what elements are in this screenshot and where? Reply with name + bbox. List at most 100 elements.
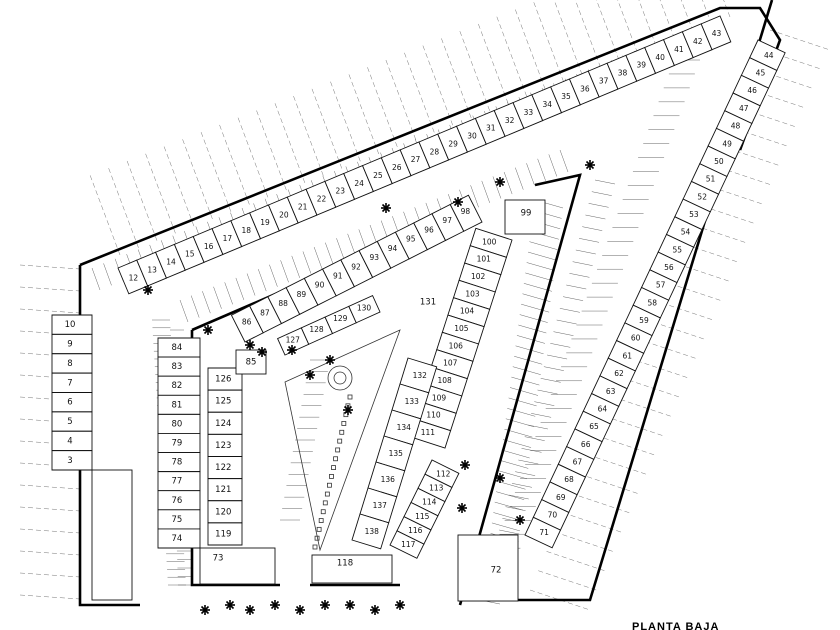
unit-117[interactable]	[389, 530, 425, 559]
unit-label-117: 117	[401, 540, 416, 549]
plaza-bench	[335, 447, 341, 453]
unit-label-116: 116	[408, 526, 423, 535]
unit-label-92: 92	[351, 262, 361, 271]
unit-label-32: 32	[505, 116, 515, 125]
unit-label-84: 84	[171, 343, 182, 353]
tree-icon	[143, 285, 153, 295]
unit-label-49: 49	[722, 139, 732, 148]
tree-icon	[457, 503, 467, 513]
tree-icon	[305, 370, 315, 380]
unit-label-48: 48	[731, 122, 741, 131]
unit-label-85: 85	[246, 358, 257, 368]
tree-icon	[270, 600, 280, 610]
tree-icon	[257, 347, 267, 357]
unit-label-62: 62	[614, 369, 624, 378]
unit-label-137: 137	[373, 501, 388, 510]
unit-label-80: 80	[171, 419, 182, 429]
unit-label-77: 77	[171, 477, 182, 487]
unit-label-61: 61	[623, 351, 633, 360]
plaza-bench	[339, 429, 345, 435]
plaza-bench	[331, 465, 336, 470]
unit-label-128: 128	[309, 325, 324, 334]
plaza-outline	[284, 329, 401, 552]
unit-74[interactable]	[157, 528, 201, 549]
unit-label-25: 25	[373, 171, 383, 180]
left-anchor-block[interactable]	[91, 469, 133, 601]
unit-label-59: 59	[639, 316, 649, 325]
unit-label-104: 104	[460, 307, 475, 316]
unit-label-7: 7	[67, 378, 72, 388]
unit-label-91: 91	[333, 272, 343, 281]
unit-43[interactable]	[700, 15, 732, 51]
unit-3[interactable]	[51, 450, 93, 471]
tree-icon	[515, 515, 525, 525]
unit-label-73: 73	[213, 554, 224, 564]
unit-label-50: 50	[714, 157, 724, 166]
unit-label-129: 129	[333, 314, 348, 323]
plaza-bench	[341, 421, 347, 426]
unit-label-41: 41	[674, 45, 684, 54]
plaza-bench	[327, 482, 332, 488]
unit-119[interactable]	[207, 522, 243, 546]
unit-label-70: 70	[548, 511, 558, 520]
unit-label-53: 53	[689, 210, 699, 219]
unit-73[interactable]	[199, 547, 276, 585]
unit-label-6: 6	[67, 398, 72, 408]
unit-label-98: 98	[461, 207, 471, 216]
unit-label-82: 82	[171, 381, 182, 391]
unit-71[interactable]	[524, 516, 562, 549]
unit-label-135: 135	[389, 449, 404, 458]
unit-label-99: 99	[521, 209, 532, 219]
plaza-bench	[318, 518, 324, 523]
unit-label-68: 68	[564, 475, 574, 484]
plaza-bench	[329, 474, 334, 479]
tree-icon	[320, 600, 330, 610]
commercial-units: 1213141516171819202122232425262728293031…	[51, 15, 786, 602]
unit-label-125: 125	[215, 397, 231, 407]
plaza-bench	[337, 438, 343, 444]
unit-label-130: 130	[357, 303, 372, 312]
unit-label-132: 132	[413, 371, 428, 380]
tree-icon	[460, 460, 470, 470]
unit-label-57: 57	[656, 281, 666, 290]
unit-label-18: 18	[241, 226, 251, 235]
tree-icon	[295, 605, 305, 615]
plan-title: PLANTA BAJA	[632, 621, 719, 630]
unit-99[interactable]	[504, 199, 546, 235]
unit-138[interactable]	[351, 513, 390, 550]
unit-label-69: 69	[556, 493, 566, 502]
unit-72[interactable]	[457, 534, 519, 602]
unit-label-23: 23	[336, 187, 346, 196]
unit-label-30: 30	[467, 132, 477, 141]
unit-label-109: 109	[432, 393, 447, 402]
plaza-bench	[324, 491, 330, 497]
unit-label-100: 100	[482, 237, 497, 246]
unit-118[interactable]	[311, 554, 393, 584]
unit-label-5: 5	[67, 417, 72, 427]
unit-label-81: 81	[171, 400, 182, 410]
tree-icon	[203, 325, 213, 335]
unit-label-71: 71	[539, 528, 549, 537]
unit-label-133: 133	[405, 397, 420, 406]
unit-130[interactable]	[348, 295, 381, 324]
unit-label-12: 12	[129, 273, 139, 282]
unit-label-16: 16	[204, 242, 214, 251]
unit-label-64: 64	[598, 404, 608, 413]
unit-label-20: 20	[279, 210, 289, 219]
unit-label-96: 96	[424, 225, 434, 234]
unit-label-102: 102	[471, 272, 486, 281]
unit-label-55: 55	[672, 245, 682, 254]
unit-label-3: 3	[67, 456, 72, 466]
unit-label-63: 63	[606, 387, 616, 396]
unit-label-37: 37	[599, 76, 609, 85]
unit-label-121: 121	[215, 485, 231, 495]
unit-label-118: 118	[337, 559, 353, 569]
tree-icon	[370, 605, 380, 615]
unit-label-56: 56	[664, 263, 674, 272]
unit-label-17: 17	[223, 234, 233, 243]
unit-label-35: 35	[561, 92, 571, 101]
unit-label-4: 4	[67, 436, 72, 446]
plaza-bench	[333, 456, 338, 462]
unit-label-34: 34	[542, 100, 552, 109]
